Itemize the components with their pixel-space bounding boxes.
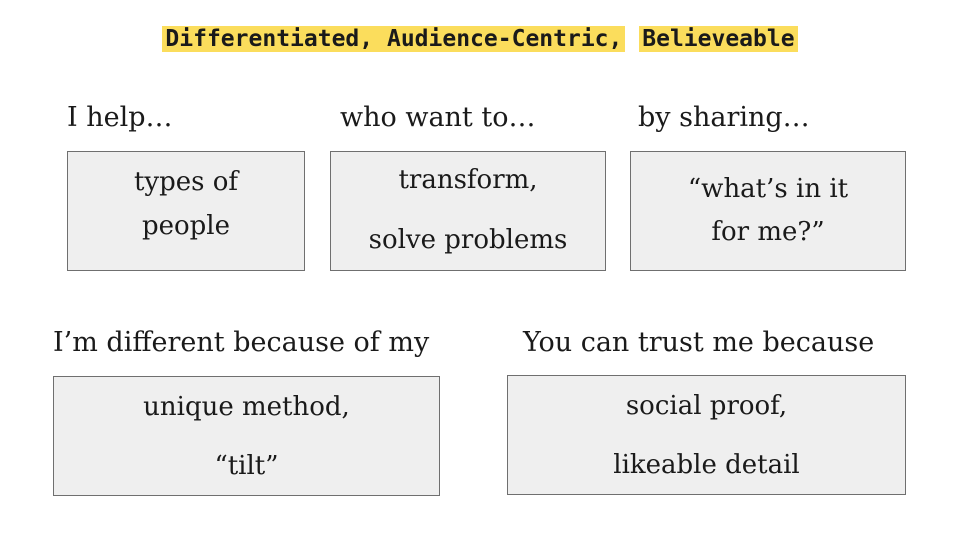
title-highlight-main: Differentiated, Audience-Centric, xyxy=(162,26,626,52)
label-trust-me: You can trust me because xyxy=(523,327,875,358)
label-who-want-to: who want to… xyxy=(340,102,536,133)
box-social-proof: social proof, likeable detail xyxy=(507,375,906,495)
box-whats-in-it: “what’s in it for me?” xyxy=(630,151,906,271)
box-line: likeable detail xyxy=(613,450,800,480)
box-line: for me?” xyxy=(711,217,825,247)
title-highlight-believeable: Believeable xyxy=(639,26,798,52)
box-types-of-people: types of people xyxy=(67,151,305,271)
label-im-different: I’m different because of my xyxy=(53,327,430,358)
slide-title: Differentiated, Audience-Centric, Believ… xyxy=(0,19,960,59)
box-line: solve problems xyxy=(368,225,568,255)
label-by-sharing: by sharing… xyxy=(638,102,810,133)
label-i-help: I help… xyxy=(67,102,173,133)
box-line: “tilt” xyxy=(214,451,279,481)
box-line: social proof, xyxy=(625,391,788,421)
box-line: people xyxy=(141,211,231,241)
box-unique-method: unique method, “tilt” xyxy=(53,376,440,496)
box-transform: transform, solve problems xyxy=(330,151,606,271)
box-line: unique method, xyxy=(143,392,350,422)
box-line: transform, xyxy=(398,165,538,195)
box-line: “what’s in it xyxy=(687,174,849,204)
box-line: types of xyxy=(133,167,239,197)
